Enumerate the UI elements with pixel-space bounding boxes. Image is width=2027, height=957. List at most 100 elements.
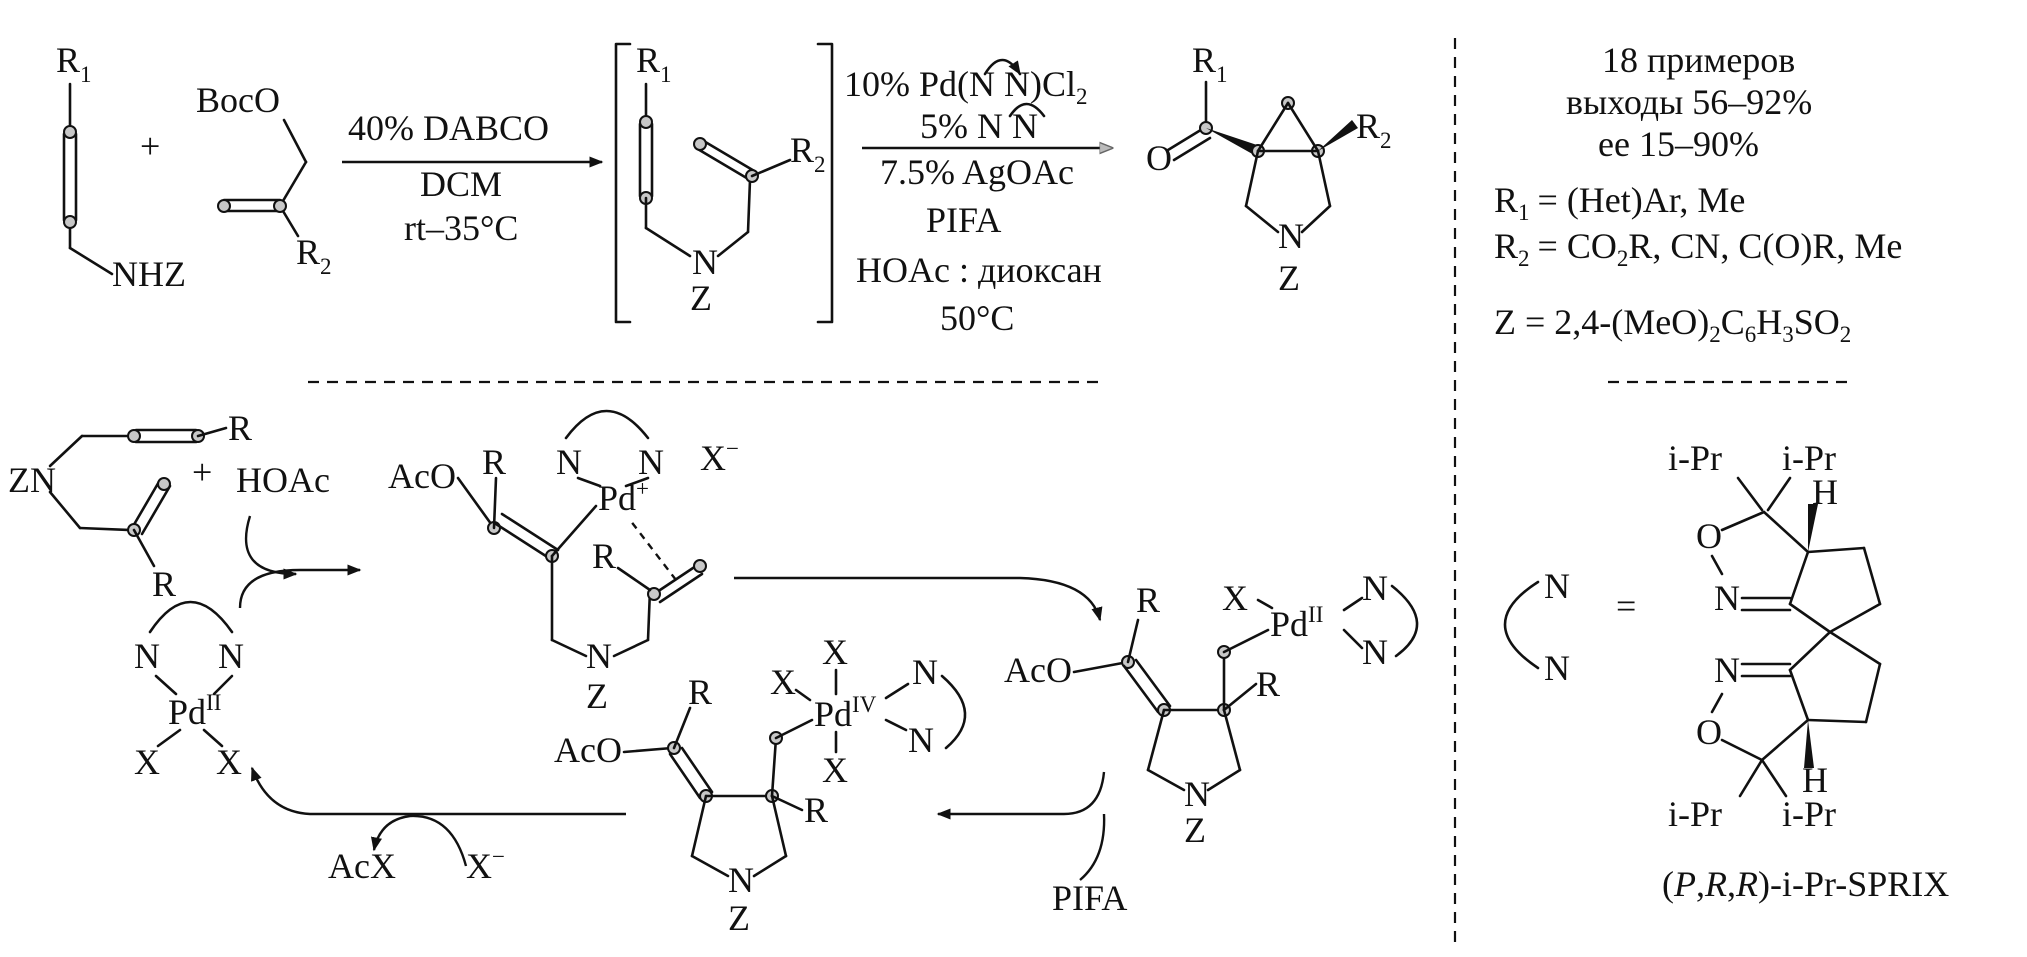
- svg-text:H: H: [1802, 760, 1828, 800]
- step2-conditions: 10% Pd(N N)Cl2 5% N N 7.5% AgOAc PIFA HO…: [844, 58, 1112, 338]
- cationic-pd-complex: AcO R Pd+ N N X− N Z R: [388, 409, 739, 716]
- summary-r2-def: R2= CO2R, CN, C(O)R, Me: [1494, 226, 1902, 271]
- plus-sign: +: [140, 126, 160, 166]
- svg-text:N: N: [1362, 632, 1388, 672]
- aco-3: AcO: [554, 730, 622, 770]
- product-bicycle: R 1 O R 2 N Z: [1146, 40, 1392, 298]
- summary-z-def: Z = 2,4-(MeO)2C6H3SO2: [1494, 302, 1851, 347]
- aco-1: AcO: [388, 456, 456, 496]
- svg-text:H: H: [1812, 472, 1838, 512]
- product-z: Z: [1278, 258, 1300, 298]
- svg-text:X: X: [216, 742, 242, 782]
- svg-text:Z: Z: [728, 898, 750, 938]
- aco-2: AcO: [1004, 650, 1072, 690]
- svg-text:i-Pr: i-Pr: [1668, 438, 1722, 478]
- label-r1-sub: 1: [80, 62, 92, 87]
- cond2-line3: 7.5% AgOAc: [880, 152, 1074, 192]
- svg-text:1: 1: [1216, 62, 1228, 87]
- svg-text:R: R: [482, 442, 506, 482]
- arrow-hoac-add: [244, 515, 298, 580]
- svg-text:N: N: [586, 636, 612, 676]
- summary-block: 18 примеров выходы 56–92% ee 15–90% R1= …: [1494, 40, 1902, 347]
- svg-text:X: X: [822, 750, 848, 790]
- pd-ii-left: PdII: [168, 690, 221, 732]
- summary-examples: 18 примеров: [1602, 40, 1795, 80]
- cond2-line4: PIFA: [926, 200, 1001, 240]
- svg-text:N: N: [638, 442, 664, 482]
- svg-text:N: N: [218, 636, 244, 676]
- pd-iv-complex: AcO R R PdIV X X X N N N Z: [554, 632, 967, 938]
- product-n: N: [1278, 216, 1304, 256]
- label-boco: BocO: [196, 80, 280, 120]
- cond2-line2: 5% N N: [920, 106, 1038, 146]
- intermediate-enyne: R 1 N Z R 2: [614, 40, 834, 324]
- enyne-zn: ZN: [8, 460, 56, 500]
- svg-text:X: X: [822, 632, 848, 672]
- summary-r1-def: R1= (Het)Ar, Me: [1494, 180, 1745, 225]
- svg-text:R: R: [688, 672, 712, 712]
- svg-text:N: N: [908, 720, 934, 760]
- label-nhz: NHZ: [112, 254, 186, 294]
- svg-text:N: N: [1362, 568, 1388, 608]
- product-carbonyl-o: O: [1146, 138, 1172, 178]
- svg-text:N: N: [1184, 774, 1210, 814]
- ligand-name: (P,R,R)-i-Pr-SPRIX: [1662, 864, 1949, 904]
- svg-text:R: R: [592, 536, 616, 576]
- svg-text:R: R: [804, 790, 828, 830]
- svg-text:N: N: [134, 636, 160, 676]
- mechanism-x-minus: X−: [466, 844, 505, 886]
- ligand-n-lower: N: [1714, 650, 1740, 690]
- ligand-o-lower: O: [1696, 712, 1722, 752]
- svg-text:X: X: [1222, 578, 1248, 618]
- svg-text:i-Pr: i-Pr: [1668, 794, 1722, 834]
- arrow-reductive-elimination: [250, 766, 626, 816]
- svg-text:i-Pr: i-Pr: [1782, 438, 1836, 478]
- cond2-line5: HOAc : диоксан: [856, 250, 1102, 290]
- label-r1: R: [56, 40, 80, 80]
- label-r2: R: [296, 232, 320, 272]
- svg-text:2: 2: [1380, 128, 1392, 153]
- counterion-x: X−: [700, 436, 739, 478]
- svg-text:X: X: [134, 742, 160, 782]
- svg-text:Z: Z: [1184, 810, 1206, 850]
- svg-text:R: R: [152, 564, 176, 604]
- reactant-propargyl-amine: R 1 NHZ: [56, 40, 186, 294]
- mechanism-enyne: ZN R R: [8, 408, 252, 604]
- ligand-o-upper: O: [1696, 516, 1722, 556]
- ligand-arc: [1503, 580, 1540, 670]
- svg-text:R: R: [790, 130, 814, 170]
- ligand-n-upper: N: [1714, 578, 1740, 618]
- reactant-allyl-carbonate: BocO R 2: [196, 80, 332, 279]
- ligand-definition: N N = i-Pr i-Pr O N H N O H: [1503, 438, 1949, 904]
- svg-text:N: N: [728, 860, 754, 900]
- svg-text:2: 2: [814, 152, 826, 177]
- summary-yields: выходы 56–92%: [1566, 82, 1812, 122]
- pd-iv: PdIV: [814, 692, 877, 734]
- arrow-cyclization: [734, 576, 1103, 622]
- intermediate-z: Z: [690, 278, 712, 318]
- svg-text:R: R: [228, 408, 252, 448]
- label-r2-sub: 2: [320, 254, 332, 279]
- cond1-line3: rt–35°C: [404, 208, 518, 248]
- cond2-line6: 50°C: [940, 298, 1014, 338]
- mechanism-pifa: PIFA: [1052, 878, 1127, 918]
- cond1-line2: DCM: [420, 164, 502, 204]
- pd-ii-right: PdII: [1270, 602, 1323, 644]
- svg-text:X: X: [770, 662, 796, 702]
- mechanism-acx: AcX: [328, 846, 396, 886]
- svg-text:R: R: [636, 40, 660, 80]
- cond1-line1: 40% DABCO: [348, 108, 549, 148]
- svg-text:Z: Z: [586, 676, 608, 716]
- pd-ii-catalyst: N N PdII X X: [134, 600, 244, 782]
- svg-text:R: R: [1356, 106, 1380, 146]
- svg-text:R: R: [1136, 580, 1160, 620]
- svg-text:N: N: [1544, 648, 1570, 688]
- intermediate-n: N: [692, 242, 718, 282]
- svg-text:N: N: [912, 652, 938, 692]
- mechanism-hoac: HOAc: [236, 460, 330, 500]
- ligand-equals: =: [1616, 586, 1636, 626]
- step1-conditions: 40% DABCO DCM rt–35°C: [342, 108, 604, 248]
- svg-text:1: 1: [660, 62, 672, 87]
- svg-text:N: N: [1544, 566, 1570, 606]
- pd-plus: Pd+: [598, 476, 649, 518]
